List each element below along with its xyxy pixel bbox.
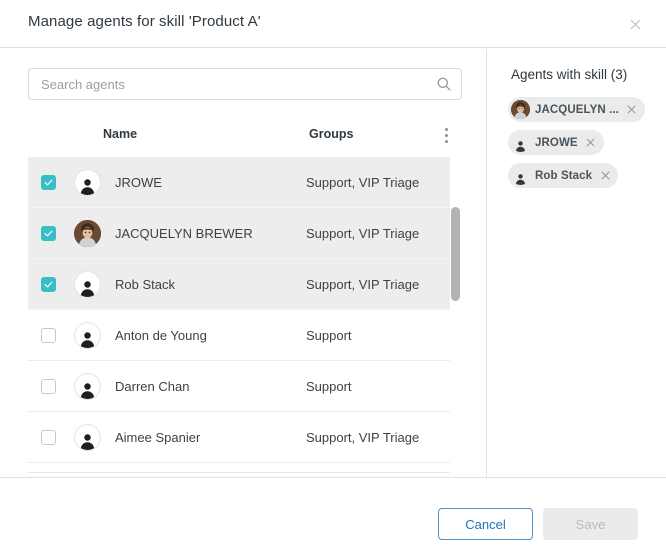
agent-chip-list: JACQUELYN ... JROWE Rob Stack (508, 97, 660, 196)
row-avatar-cell (68, 219, 106, 247)
row-avatar-cell (68, 372, 106, 400)
search-input[interactable] (28, 68, 462, 100)
close-icon[interactable] (622, 11, 648, 37)
avatar (73, 219, 101, 247)
row-checkbox-cell (28, 327, 68, 343)
row-checkbox[interactable] (40, 378, 56, 394)
row-checkbox[interactable] (40, 429, 56, 445)
row-avatar-cell (68, 168, 106, 196)
row-groups: Support, VIP Triage (306, 225, 420, 241)
table-row[interactable]: Anton de Young Support (28, 310, 462, 361)
row-avatar-cell (68, 321, 106, 349)
agent-chip: Rob Stack (508, 163, 619, 188)
table-row[interactable]: JROWE Support, VIP Triage (28, 157, 462, 208)
dialog-header: Manage agents for skill 'Product A' (0, 0, 666, 48)
row-checkbox-cell (28, 429, 68, 445)
agents-with-skill-title: Agents with skill (3) (511, 67, 628, 82)
person-icon (73, 321, 101, 349)
person-icon (73, 423, 101, 451)
row-checkbox-cell (28, 225, 68, 241)
person-icon (73, 168, 101, 196)
search-field-wrapper (28, 68, 462, 100)
person-icon (73, 372, 101, 400)
kebab-menu-icon[interactable] (437, 125, 455, 145)
agent-chip-label: JROWE (535, 136, 578, 149)
row-groups: Support, VIP Triage (306, 276, 420, 292)
person-icon (73, 270, 101, 298)
person-icon (511, 133, 530, 152)
row-name: Darren Chan (115, 378, 190, 394)
cancel-button[interactable]: Cancel (438, 508, 533, 540)
row-checkbox[interactable] (40, 327, 56, 343)
row-checkbox[interactable] (40, 174, 56, 190)
row-name: Anton de Young (115, 327, 207, 343)
row-avatar-cell (68, 423, 106, 451)
page-title: Manage agents for skill 'Product A' (28, 13, 261, 30)
agent-chip-label: Rob Stack (535, 169, 593, 182)
table-row[interactable]: Rob Stack Support, VIP Triage (28, 259, 462, 310)
row-groups: Support, VIP Triage (306, 174, 420, 190)
row-avatar-cell (68, 270, 106, 298)
agents-with-skill-panel: Agents with skill (3) JACQUELYN ... JROWE… (487, 49, 666, 477)
table-row[interactable]: Darren Chan Support (28, 361, 462, 412)
agent-chip: JACQUELYN ... (508, 97, 645, 122)
row-name: JACQUELYN BREWER (115, 225, 253, 241)
list-scrollbar-track[interactable] (450, 157, 462, 473)
table-row[interactable]: Aimee Spanier Support, VIP Triage (28, 412, 462, 463)
row-checkbox-cell (28, 276, 68, 292)
row-name: Rob Stack (115, 276, 175, 292)
column-header-groups: Groups (309, 127, 354, 141)
table-row[interactable]: JACQUELYN BREWER Support, VIP Triage (28, 208, 462, 259)
row-groups: Support, VIP Triage (306, 429, 420, 445)
list-scrollbar-thumb[interactable] (451, 207, 460, 301)
footer-divider (0, 477, 666, 478)
close-icon[interactable] (599, 170, 611, 182)
person-icon (511, 166, 530, 185)
row-checkbox-cell (28, 378, 68, 394)
row-name: Aimee Spanier (115, 429, 201, 445)
panel-divider (486, 49, 487, 477)
avatar (511, 100, 530, 119)
close-icon[interactable] (626, 104, 638, 116)
close-icon[interactable] (585, 137, 597, 149)
table-header: Name Groups (28, 117, 462, 155)
agent-chip-label: JACQUELYN ... (535, 103, 619, 116)
table-row[interactable] (28, 463, 462, 472)
row-groups: Support (306, 378, 352, 394)
row-checkbox-cell (28, 174, 68, 190)
row-checkbox[interactable] (40, 225, 56, 241)
row-groups: Support (306, 327, 352, 343)
agent-chip: JROWE (508, 130, 604, 155)
column-header-name: Name (103, 127, 138, 141)
save-button[interactable]: Save (543, 508, 638, 540)
row-name: JROWE (115, 174, 162, 190)
row-checkbox[interactable] (40, 276, 56, 292)
